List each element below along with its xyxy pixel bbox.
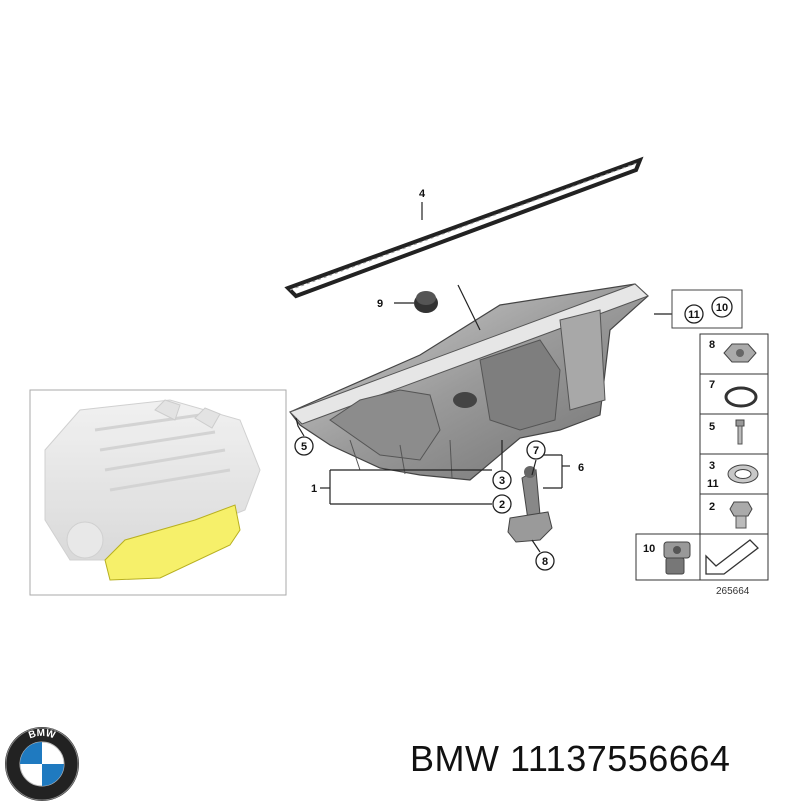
svg-text:3: 3	[499, 475, 505, 487]
callout-7: 7	[526, 440, 546, 460]
callout-box-11-10: 11 10	[671, 289, 743, 329]
washer-icon	[727, 464, 759, 484]
legend-label-10: 10	[643, 543, 655, 555]
svg-text:7: 7	[533, 445, 539, 457]
plug-icon	[663, 541, 691, 575]
svg-text:5: 5	[301, 441, 307, 453]
bolt-icon	[735, 419, 745, 445]
highlighted-oil-pan	[104, 504, 241, 581]
svg-text:11: 11	[688, 309, 700, 321]
callout-8: 8	[535, 551, 555, 571]
legend-label-7: 7	[709, 379, 715, 391]
part-8-sensor	[507, 466, 553, 543]
drain-plug-icon	[729, 501, 753, 529]
parts-legend: 8 7 5 3 11 2 10	[635, 333, 769, 597]
callout-1: 1	[311, 483, 317, 495]
svg-text:4: 4	[419, 188, 426, 200]
callout-4: 4	[419, 188, 426, 200]
svg-text:8: 8	[542, 556, 548, 568]
svg-text:9: 9	[377, 298, 383, 310]
svg-text:2: 2	[499, 499, 505, 511]
callout-5: 5	[294, 436, 314, 456]
legend-label-3: 3	[709, 460, 715, 472]
part-number-caption: BMW 11137556664	[410, 738, 731, 779]
svg-text:10: 10	[716, 302, 728, 314]
legend-label-11: 11	[707, 478, 719, 490]
bmw-logo-letters: BMW	[27, 728, 57, 742]
seal-ring-icon	[724, 386, 758, 408]
engine-locator-inset	[29, 389, 287, 596]
arrow-icon	[705, 539, 759, 575]
callout-2: 2	[492, 494, 512, 514]
leader-lines	[295, 202, 672, 553]
flange-nut-icon	[723, 343, 757, 363]
legend-label-2: 2	[709, 501, 715, 513]
part-9-plug	[414, 291, 438, 313]
callout-3: 3	[492, 470, 512, 490]
legend-label-8: 8	[709, 339, 715, 351]
gasket	[284, 156, 644, 299]
svg-text:1: 1	[311, 483, 317, 495]
bmw-logo: BMW	[5, 727, 79, 801]
svg-text:6: 6	[578, 462, 584, 474]
legend-label-5: 5	[709, 421, 715, 433]
callout-9: 9	[377, 298, 383, 310]
callout-6: 6	[578, 462, 584, 474]
diagram-number: 265664	[716, 586, 750, 597]
oil-pan	[289, 283, 649, 481]
